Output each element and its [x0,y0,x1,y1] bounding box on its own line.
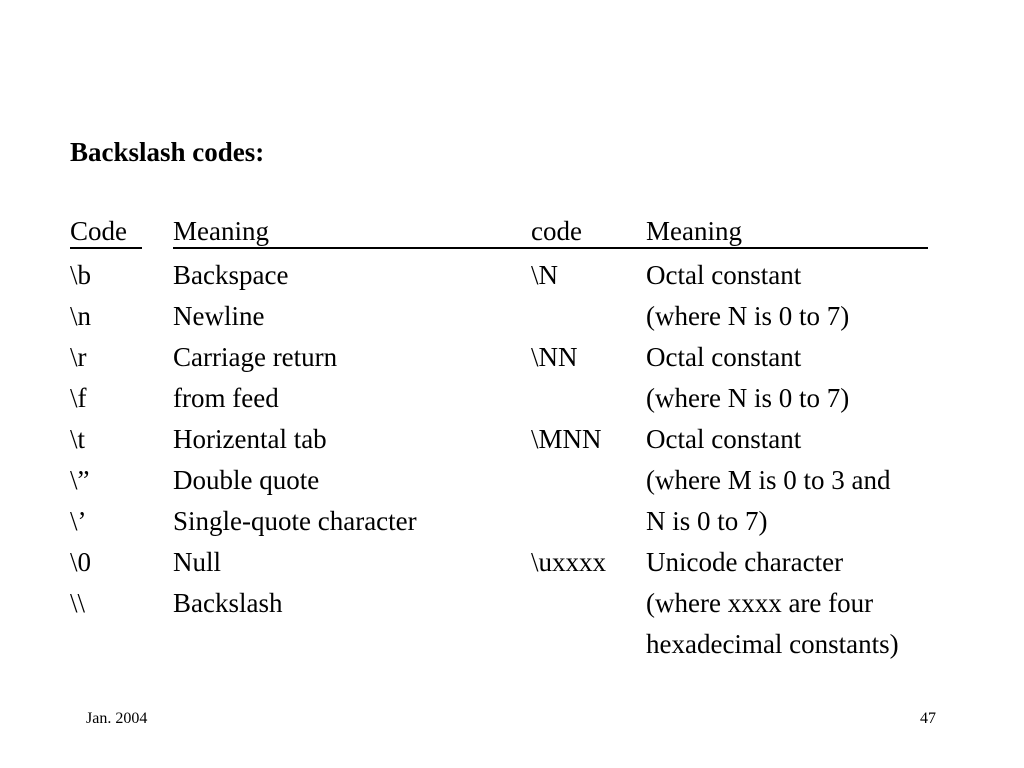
cell-meaning-right: Octal constant [646,424,802,454]
cell-code-left: \f [70,383,87,413]
table-row: \b Backspace \N Octal constant [70,257,970,298]
cell-meaning-right: Octal constant [646,260,802,290]
cell-code-left: \t [70,424,86,454]
cell-meaning-right: hexadecimal constants) [646,629,899,659]
table-row: \\ Backslash (where xxxx are four [70,585,970,626]
cell-meaning-left: Backspace [173,260,289,290]
slide-title: Backslash codes: [70,137,265,167]
cell-code-right: \NN [531,342,578,372]
footer-date: Jan. 2004 [86,710,148,727]
cell-code-right: \MNN [531,424,602,454]
table-row: \r Carriage return \NN Octal constant [70,339,970,380]
cell-meaning-right: (where N is 0 to 7) [646,383,850,413]
table-row: \n Newline (where N is 0 to 7) [70,298,970,339]
cell-meaning-left: Backslash [173,588,283,618]
cell-code-right: \N [531,260,558,290]
cell-meaning-right: Octal constant [646,342,802,372]
table-row: \f from feed (where N is 0 to 7) [70,380,970,421]
table-row: \0 Null \uxxxx Unicode character [70,544,970,585]
cell-code-left: \b [70,260,92,290]
header-meaning-left: Meaning [173,216,531,249]
table-row: \’ Single-quote character N is 0 to 7) [70,503,970,544]
cell-code-left: \0 [70,547,92,577]
cell-meaning-left: from feed [173,383,279,413]
cell-meaning-left: Single-quote character [173,506,417,536]
cell-meaning-left: Null [173,547,222,577]
cell-meaning-left: Double quote [173,465,320,495]
table-row: \” Double quote (where M is 0 to 3 and [70,462,970,503]
header-code-right: code [531,216,646,249]
header-meaning-right: Meaning [646,216,928,249]
page-number: 47 [920,710,936,727]
table-row: \t Horizental tab \MNN Octal constant [70,421,970,462]
cell-code-left: \n [70,301,92,331]
cell-meaning-right: N is 0 to 7) [646,506,768,536]
cell-meaning-right: (where xxxx are four [646,588,874,618]
cell-meaning-left: Carriage return [173,342,338,372]
cell-code-right: \uxxxx [531,547,607,577]
cell-meaning-right: Unicode character [646,547,844,577]
cell-meaning-left: Newline [173,301,265,331]
cell-meaning-right: (where M is 0 to 3 and [646,465,891,495]
cell-code-left: \’ [70,506,87,536]
cell-meaning-left: Horizental tab [173,424,327,454]
cell-code-left: \r [70,342,87,372]
backslash-codes-table: Code Meaning code Meaning \b Backspace \N O… [70,216,970,667]
table-row: hexadecimal constants) [70,626,970,667]
header-code-left: Code [70,216,142,249]
cell-meaning-right: (where N is 0 to 7) [646,301,850,331]
cell-code-left: \\ [70,588,86,618]
table-body: \b Backspace \N Octal constant \n Newline (whe… [70,257,970,667]
table-header-row: Code Meaning code Meaning [70,216,970,257]
cell-code-left: \” [70,465,90,495]
